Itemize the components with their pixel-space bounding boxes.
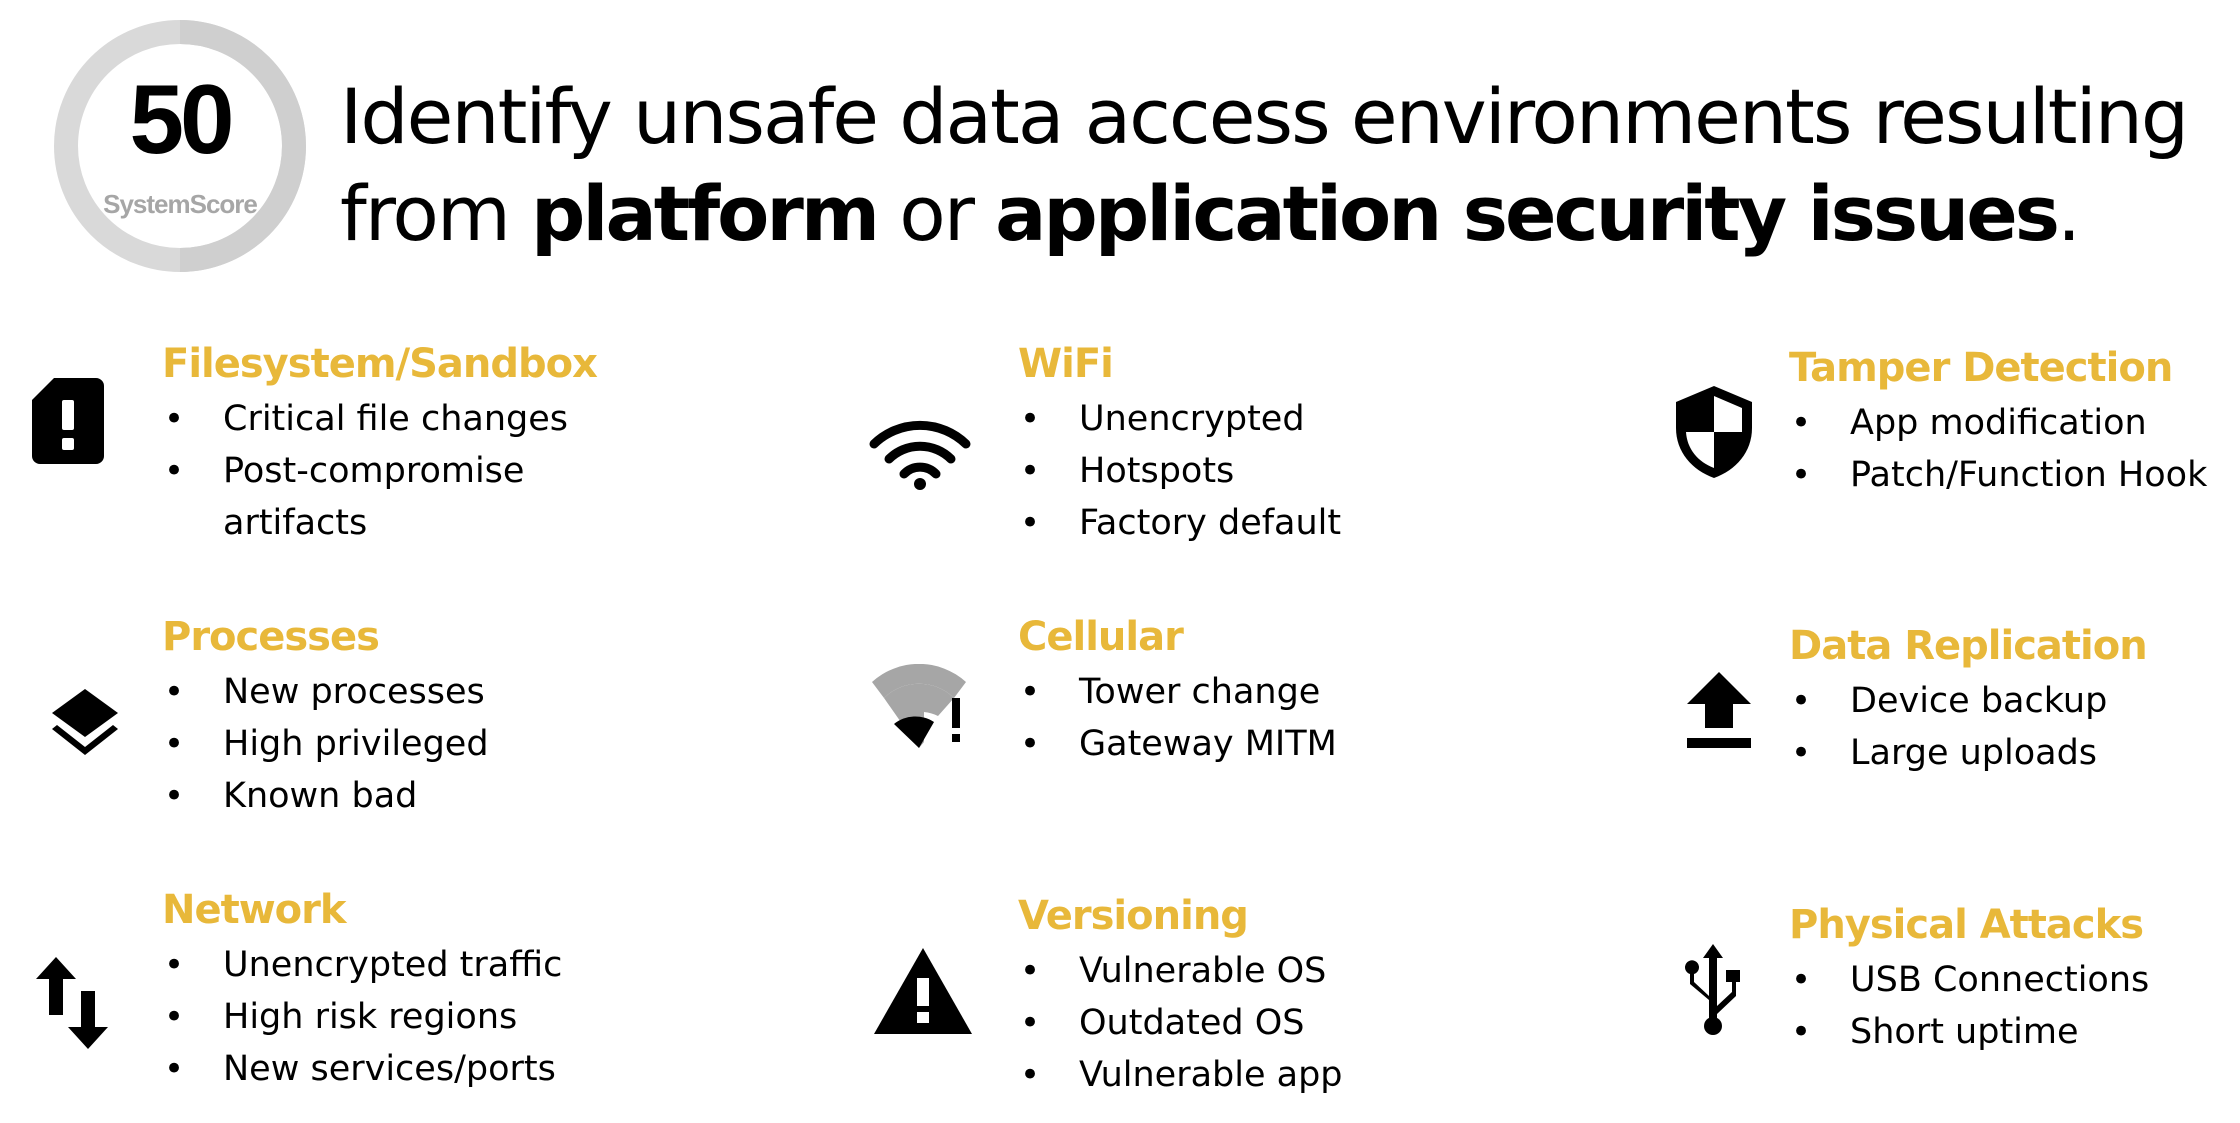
category-title: Cellular [1018,614,1184,660]
wifi-icon [868,414,972,492]
category-physical-attacks: Physical Attacks USB Connections Short u… [1789,900,2149,1058]
list-item: Hotspots [1018,445,1341,497]
warning-icon [874,948,972,1034]
list-item: Tower change [1018,666,1337,718]
category-items: Vulnerable OS Outdated OS Vulnerable app [1018,945,1343,1101]
usb-icon [1680,944,1746,1036]
category-title: Network [162,887,347,933]
shield-icon [1676,386,1752,478]
list-item: New services/ports [162,1043,562,1095]
list-item: Unencrypted [1018,393,1341,445]
category-items: Unencrypted traffic High risk regions Ne… [162,939,562,1095]
list-item: Post-compromise [162,445,597,497]
category-title: Physical Attacks [1789,902,2144,948]
list-item: Factory default [1018,497,1341,549]
list-item: Outdated OS [1018,997,1343,1049]
category-title: Tamper Detection [1789,345,2173,391]
upload-icon [1687,672,1751,750]
category-processes: Processes New processes High privileged … [162,612,489,822]
category-title: WiFi [1018,341,1114,387]
category-items: Unencrypted Hotspots Factory default [1018,393,1341,549]
list-item: Patch/Function Hook [1789,449,2207,501]
category-items: App modification Patch/Function Hook [1789,397,2207,501]
category-network: Network Unencrypted traffic High risk re… [162,885,562,1095]
title-line-1: Identify unsafe data access environments… [340,72,2189,161]
title-emphasis-platform: platform [531,169,880,258]
category-data-replication: Data Replication Device backup Large upl… [1789,621,2148,779]
title-emphasis-application: application security issues [995,169,2060,258]
list-item: Short uptime [1789,1006,2149,1058]
category-items: New processes High privileged Known bad [162,666,489,822]
category-items: Tower change Gateway MITM [1018,666,1337,770]
swap-vert-icon [36,957,108,1049]
list-item: Device backup [1789,675,2147,727]
list-item: Gateway MITM [1018,718,1337,770]
list-item: Unencrypted traffic [162,939,562,991]
cellular-alert-icon [870,664,970,750]
category-tamper-detection: Tamper Detection App modification Patch/… [1789,343,2207,501]
category-title: Versioning [1018,893,1249,939]
score-value: 50 [129,64,234,174]
score-ring [54,20,306,272]
list-item: Critical file changes [162,393,597,445]
list-item: Known bad [162,770,489,822]
list-item: Vulnerable app [1018,1049,1343,1101]
score-label: SystemScore [103,189,258,219]
layers-icon [48,685,122,759]
system-score-badge: 50 SystemScore [48,14,312,278]
category-title: Processes [162,614,380,660]
list-item: Vulnerable OS [1018,945,1343,997]
list-item: Large uploads [1789,727,2147,779]
category-title: Data Replication [1789,623,2148,669]
category-versioning: Versioning Vulnerable OS Outdated OS Vul… [1018,891,1343,1101]
list-item-continuation: artifacts [223,503,368,543]
category-filesystem-sandbox: Filesystem/Sandbox Critical file changes… [162,339,598,549]
list-item: New processes [162,666,489,718]
category-title: Filesystem/Sandbox [162,341,598,387]
list-item: High privileged [162,718,489,770]
sd-card-alert-icon [32,378,104,464]
list-item: USB Connections [1789,954,2149,1006]
list-item: High risk regions [162,991,562,1043]
category-wifi: WiFi Unencrypted Hotspots Factory defaul… [1018,339,1341,549]
page-title: Identify unsafe data access environments… [340,72,2189,258]
list-item: App modification [1789,397,2207,449]
category-cellular: Cellular Tower change Gateway MITM [1018,612,1337,770]
category-items: Critical file changes Post-compromise ar… [162,393,597,549]
category-items: Device backup Large uploads [1789,675,2147,779]
category-items: USB Connections Short uptime [1789,954,2149,1058]
